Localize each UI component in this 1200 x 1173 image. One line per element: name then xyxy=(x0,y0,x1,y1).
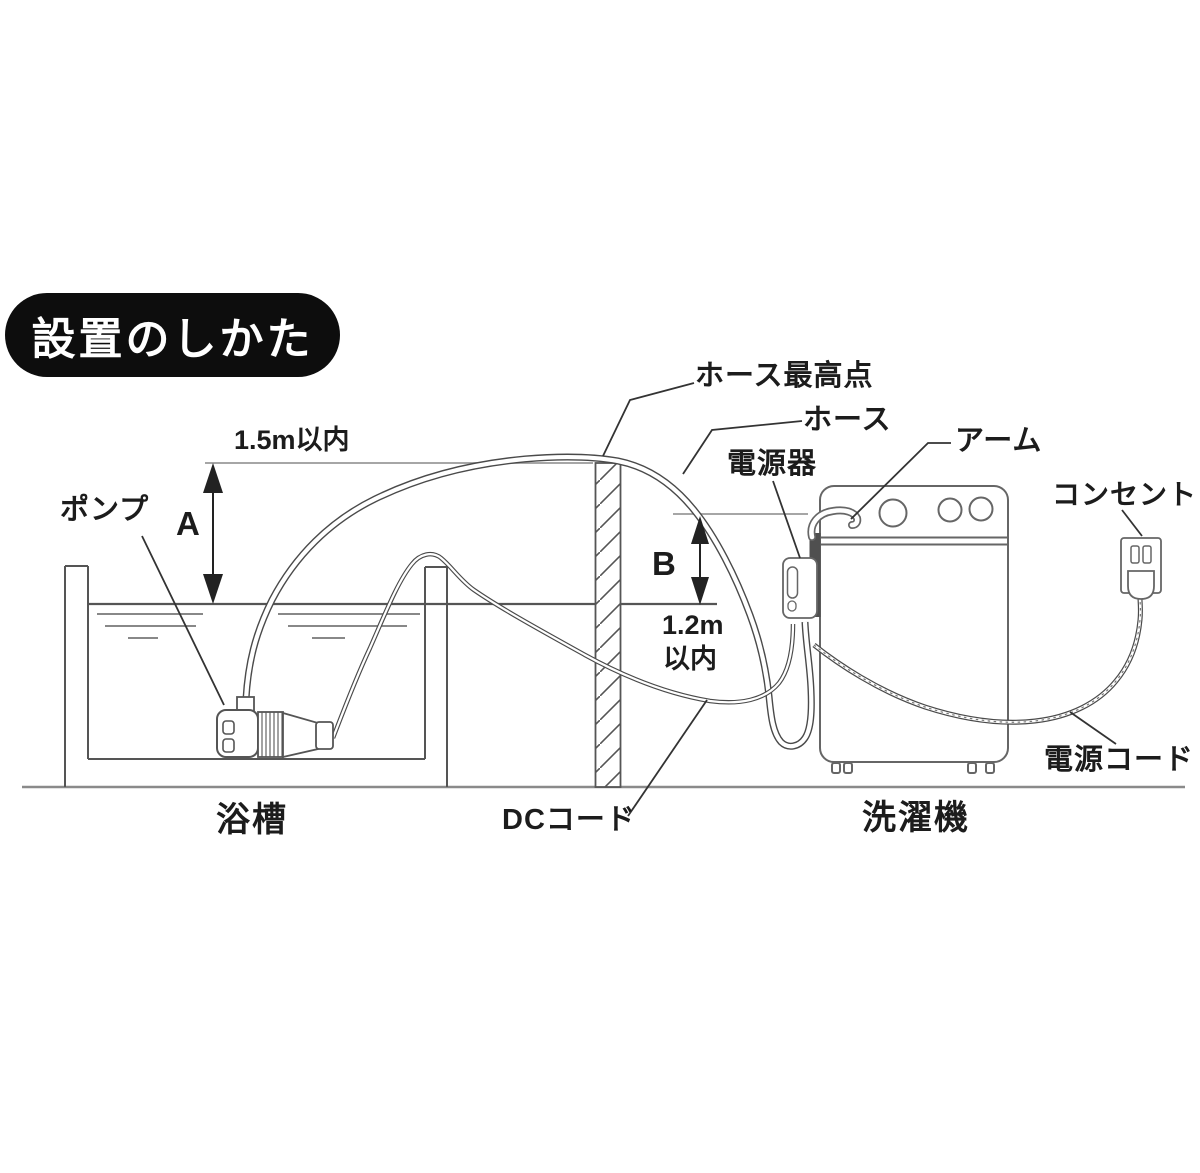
outlet-slot xyxy=(1130,545,1140,564)
measure-b-letter: B xyxy=(652,545,676,582)
label-power-unit: 電源器 xyxy=(727,448,818,480)
outlet-slot xyxy=(1142,545,1152,564)
plug-body xyxy=(1127,570,1155,600)
machine-foot xyxy=(985,762,995,774)
measure-b-limit-unit: 以内 xyxy=(663,644,717,674)
label-arm: アーム xyxy=(955,425,1043,457)
leader-power-unit xyxy=(772,480,801,559)
measure-a-limit: 1.5m以内 xyxy=(234,425,350,455)
arrow-a xyxy=(203,463,223,604)
pump-outlet-tip xyxy=(315,721,334,750)
power-unit-drawing xyxy=(782,557,818,619)
arrow-b xyxy=(691,516,709,605)
pump-drawing xyxy=(216,696,334,759)
label-bathtub: 浴槽 xyxy=(216,801,288,839)
machine-dial-small-1 xyxy=(937,497,963,523)
measure-a-letter: A xyxy=(176,505,200,542)
label-hose: ホース xyxy=(803,404,892,436)
hose-path xyxy=(242,453,815,750)
leader-hose-peak xyxy=(602,382,695,457)
label-outlet: コンセント xyxy=(1052,479,1198,510)
wall-hatched xyxy=(594,462,622,788)
power-cord-path xyxy=(812,597,1143,725)
pump-cone xyxy=(282,711,319,759)
pump-inlet xyxy=(222,738,235,753)
leader-outlet xyxy=(1121,509,1143,537)
label-power-cord: 電源コード xyxy=(1044,744,1195,776)
machine-dial-large xyxy=(878,498,908,528)
water-ripples xyxy=(97,613,420,639)
dc-cord-path xyxy=(330,551,796,739)
leader-arm xyxy=(850,442,951,520)
machine-foot xyxy=(843,762,853,774)
machine-foot xyxy=(967,762,977,774)
leader-dc-cord xyxy=(627,699,708,817)
leader-lines xyxy=(141,382,1143,817)
bathtub-outline xyxy=(64,565,448,787)
leader-power-cord xyxy=(1069,711,1117,745)
leader-pump xyxy=(141,535,225,706)
label-washing-machine: 洗濯機 xyxy=(862,799,970,837)
label-hose-peak: ホース最高点 xyxy=(695,360,874,392)
pump-inlet xyxy=(222,720,235,735)
page-title: 設置のしかた xyxy=(31,315,314,364)
label-dc-cord: DCコード xyxy=(502,804,636,836)
machine-dial-small-2 xyxy=(968,496,994,522)
arm-drawing xyxy=(807,506,862,541)
label-pump: ポンプ xyxy=(60,494,150,526)
title-badge: 設置のしかた xyxy=(5,293,340,377)
washing-machine-outline xyxy=(819,485,1009,774)
measure-b-limit-value: 1.2m xyxy=(662,610,724,640)
leader-hose xyxy=(682,420,803,475)
outlet-drawing xyxy=(1120,537,1162,600)
machine-foot xyxy=(831,762,841,774)
